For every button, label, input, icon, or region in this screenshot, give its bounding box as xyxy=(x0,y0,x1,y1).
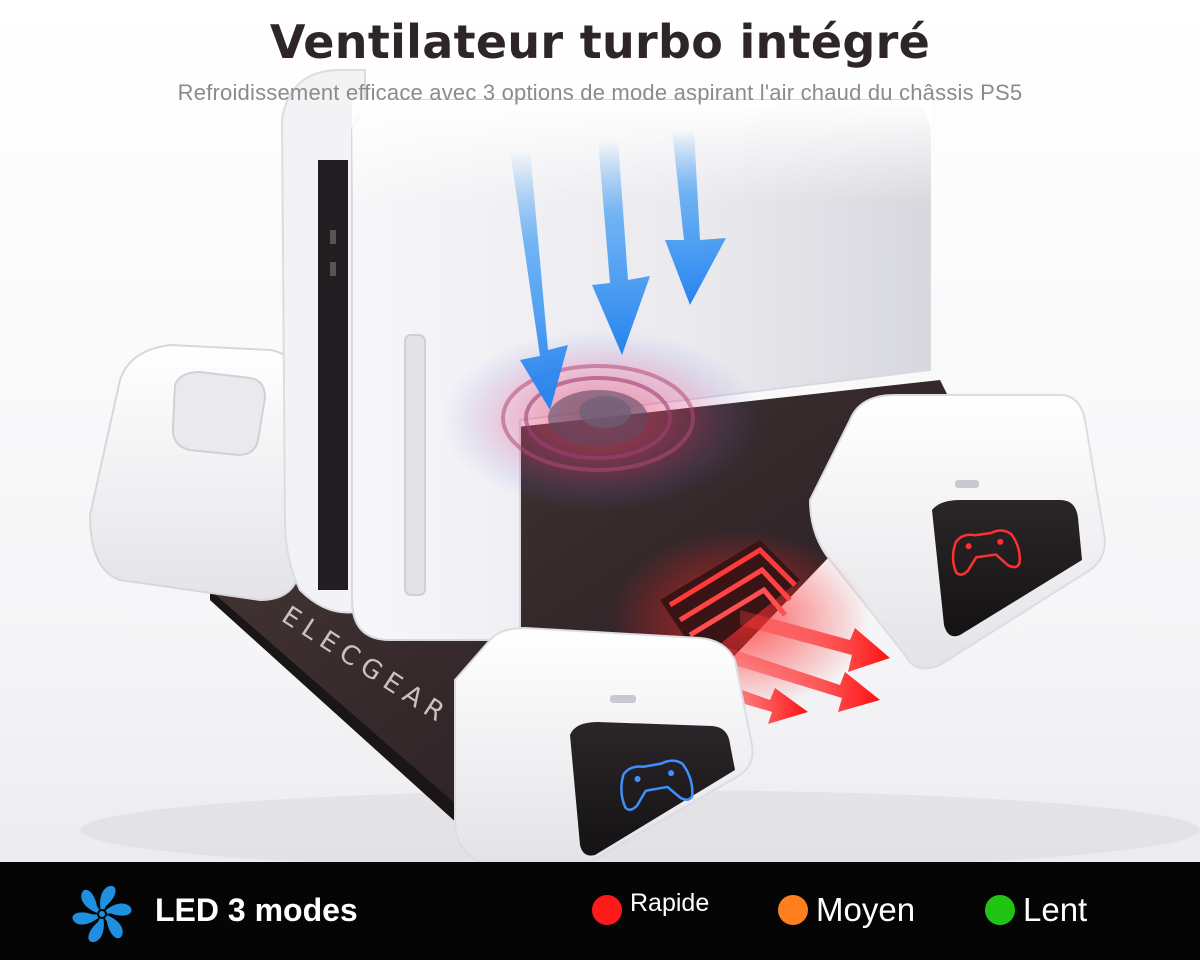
airflow-arrow-icon xyxy=(665,130,726,305)
storage-dock-left xyxy=(88,343,301,602)
mode-indicator-dot xyxy=(778,895,808,925)
airflow-arrow-icon xyxy=(718,645,880,712)
charging-dock-right xyxy=(808,394,1107,670)
cooling-fan xyxy=(440,330,760,510)
controller-icon xyxy=(620,759,694,811)
airflow-arrow-icon xyxy=(592,140,650,355)
led-modes-label: LED 3 modes xyxy=(155,892,358,928)
mode-label: Moyen xyxy=(816,891,916,928)
controller-icon xyxy=(951,529,1022,576)
charging-dock-front xyxy=(454,626,754,862)
mode-indicator-dot xyxy=(592,895,622,925)
mode-moyen: Moyen xyxy=(778,886,915,934)
mode-rapide: Rapide xyxy=(592,886,709,934)
mode-lent: Lent xyxy=(985,886,1087,934)
mode-label: Rapide xyxy=(630,889,710,917)
mode-label: Lent xyxy=(1023,891,1088,928)
product-illustration: ELECGEAR xyxy=(0,0,1200,862)
page-title: Ventilateur turbo intégré xyxy=(269,15,931,69)
fan-icon xyxy=(72,885,132,943)
page-subtitle: Refroidissement efficace avec 3 options … xyxy=(177,80,1023,105)
console xyxy=(280,69,932,641)
led-modes-bar: LED 3 modes Rapide Moyen Lent xyxy=(0,862,1200,960)
airflow-arrow-icon xyxy=(510,150,568,410)
airflow-arrow-icon xyxy=(740,610,890,672)
airflow-intake-arrows xyxy=(510,130,726,410)
header: Ventilateur turbo intégré xyxy=(0,12,1200,72)
mode-indicator-dot xyxy=(985,895,1015,925)
